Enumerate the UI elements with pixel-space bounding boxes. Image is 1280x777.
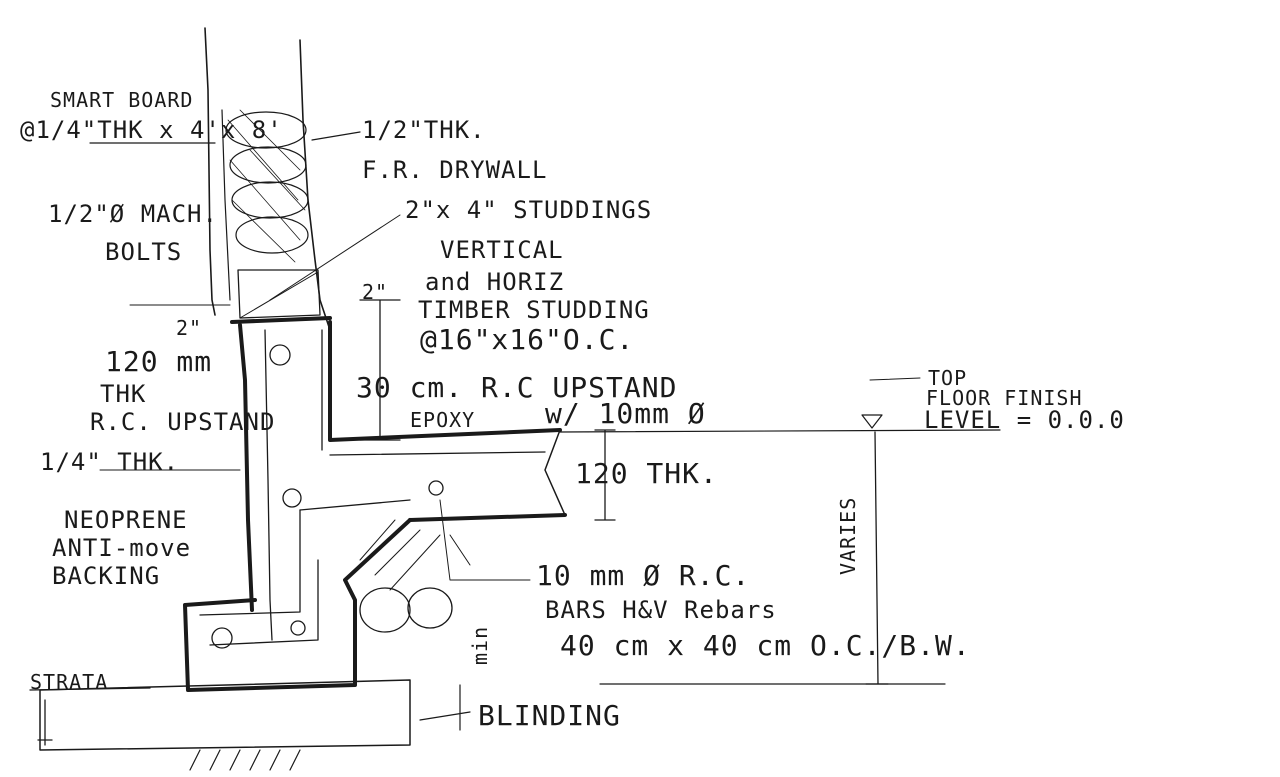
level-line: [559, 429, 1001, 433]
slab-120-label: 120 THK.: [575, 457, 718, 490]
smart-board-label-2: @1/4"THK x 4'x 8': [20, 116, 283, 144]
level-marker: [861, 414, 883, 429]
dim-2-left-label: 2": [176, 316, 203, 340]
wall-left-line: [204, 27, 216, 316]
stud-box: [237, 269, 321, 319]
upstand-label-1: 120 mm: [105, 345, 213, 378]
bars-label-2: BARS H&V Rebars: [545, 596, 777, 624]
drywall-label-1: 1/2"THK.: [362, 116, 486, 144]
blinding-leader: [419, 684, 471, 731]
strata-marker: [29, 687, 151, 746]
epoxy-label: EPOXY: [410, 408, 476, 432]
neoprene-label-3: ANTI-move: [52, 534, 192, 562]
neoprene-label-4: BACKING: [52, 562, 161, 590]
smart-board-label-1: SMART BOARD: [50, 88, 194, 112]
strata-label: STRATA: [30, 670, 109, 694]
min-label: min: [468, 625, 492, 665]
bolts-label-2: BOLTS: [105, 238, 183, 266]
bar-10mm-label: w/ 10mm Ø: [545, 397, 706, 430]
rebar-circles: [211, 344, 453, 649]
top-floor-label-3: LEVEL = 0.0.0: [924, 406, 1125, 434]
bars-leader: [439, 499, 531, 581]
wall-right-line: [299, 39, 331, 431]
drywall-label-2: F.R. DRYWALL: [362, 156, 548, 184]
upstand-label-2: THK: [100, 380, 147, 408]
timber-studding-label: TIMBER STUDDING: [418, 296, 650, 324]
ground-block: [39, 679, 411, 751]
varies-label: VARIES: [836, 496, 860, 575]
level-leader: [869, 377, 921, 381]
slab-inner-bottom: [299, 499, 411, 511]
blinding-label: BLINDING: [478, 699, 621, 732]
ground-hatch: [189, 749, 301, 771]
wall-inner-line: [221, 109, 231, 301]
studdings-leader: [269, 214, 401, 301]
dim-2-right-label: 2": [362, 280, 389, 304]
neoprene-label-2: NEOPRENE: [64, 506, 188, 534]
top-floor-label-1: TOP: [928, 366, 968, 390]
slab-end: [544, 429, 566, 516]
upstand-outline-right: [328, 320, 562, 442]
upstand-label-3: R.C. UPSTAND: [90, 408, 276, 436]
drywall-leader: [311, 131, 361, 141]
slab-hatch: [359, 519, 471, 591]
insulation: [225, 109, 309, 263]
horiz-label: and HORIZ: [425, 268, 565, 296]
upstand-cap: [230, 316, 332, 324]
neoprene-label-1: 1/4" THK.: [40, 448, 180, 476]
vertical-label: VERTICAL: [440, 236, 564, 264]
top-floor-label-2: FLOOR FINISH: [926, 386, 1083, 410]
bars-label-1: 10 mm Ø R.C.: [536, 559, 751, 592]
bolts-label-1: 1/2"Ø MACH.: [48, 200, 218, 228]
upstand-30cm-label: 30 cm. R.C UPSTAND: [356, 371, 678, 404]
studdings-label: 2"x 4" STUDDINGS: [405, 196, 653, 224]
upstand-outline-left: [238, 323, 254, 612]
footing-outline: [183, 518, 412, 692]
bars-label-3: 40 cm x 40 cm O.C./B.W.: [560, 629, 971, 662]
footing-inner: [199, 509, 319, 646]
stud-diag: [239, 271, 319, 319]
slab-bottom: [408, 513, 567, 522]
dim-120thk: [594, 429, 616, 521]
spacing-label: @16"x16"O.C.: [420, 323, 635, 356]
upstand-inner-left: [264, 329, 273, 641]
slab-inner-top: [329, 451, 546, 456]
dim-30cm: [359, 299, 401, 441]
